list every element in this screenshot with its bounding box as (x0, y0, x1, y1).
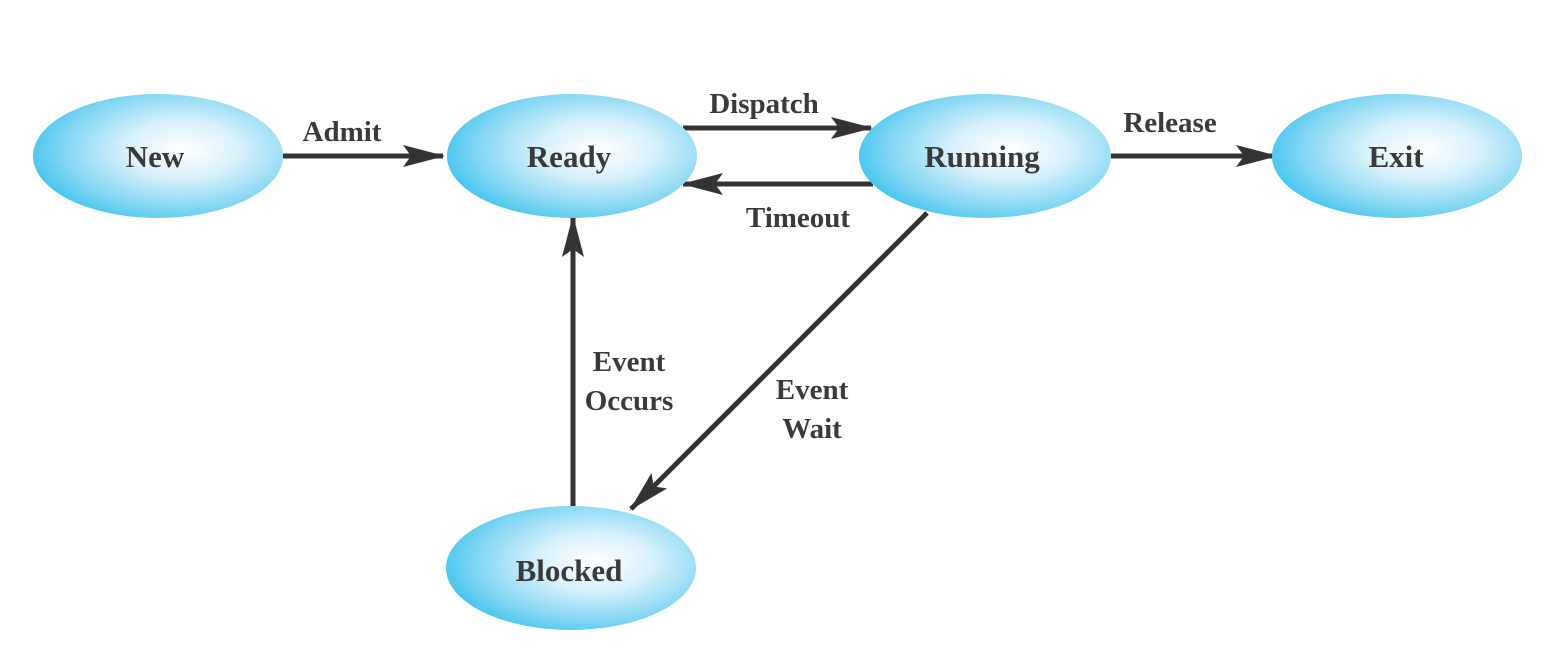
event-occurs-label-line-2: Occurs (585, 385, 674, 417)
state-running-label: Running (924, 139, 1040, 174)
release-label: Release (1123, 107, 1217, 139)
dispatch-label: Dispatch (709, 88, 819, 120)
state-new: New (33, 94, 283, 218)
state-ready-shape (447, 94, 697, 218)
edges (283, 117, 1278, 511)
state-new-label: New (126, 139, 185, 174)
state-blocked: Blocked (446, 506, 696, 630)
state-exit-shape (1272, 94, 1522, 218)
state-running: Running (859, 94, 1111, 218)
event-wait-label: Event Wait (776, 374, 849, 445)
state-blocked-shape (446, 506, 696, 630)
admit-label: Admit (303, 116, 382, 148)
event-wait-arrow (629, 211, 929, 511)
state-ready-label: Ready (527, 139, 612, 174)
event-wait-label-line-2: Wait (782, 413, 842, 445)
event-wait-label-line-1: Event (776, 374, 849, 406)
state-running-shape (859, 94, 1111, 218)
state-ready: Ready (447, 94, 697, 218)
timeout-label: Timeout (746, 202, 851, 234)
event-occurs-label-line-1: Event (593, 346, 666, 378)
state-exit-label: Exit (1368, 139, 1424, 174)
event-occurs-label: Event Occurs (585, 346, 674, 417)
state-exit: Exit (1272, 94, 1522, 218)
state-blocked-label: Blocked (516, 553, 623, 588)
state-new-shape (33, 94, 283, 218)
